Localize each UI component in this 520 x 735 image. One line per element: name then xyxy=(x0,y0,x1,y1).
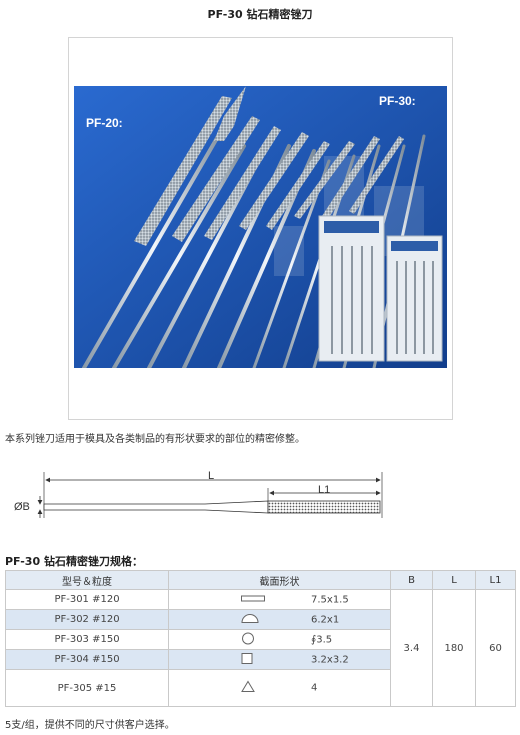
shape-cell: 6.2x1 xyxy=(168,609,391,630)
dimension-L-label: L xyxy=(208,470,215,482)
footer-note: 5支/组，提供不同的尺寸供客户选择。 xyxy=(5,720,175,731)
model-cell: PF-305 #15 xyxy=(5,669,169,707)
shape-cell: 3.2x3.2 xyxy=(168,649,391,670)
intro-text: 本系列锉刀适用于模具及各类制品的有形状要求的部位的精密修整。 xyxy=(5,434,305,445)
packaging-box-2 xyxy=(386,235,443,362)
size-value: 4 xyxy=(311,682,318,694)
model-cell: PF-301 #120 xyxy=(5,589,169,610)
square-icon xyxy=(241,652,253,667)
pf20-label: PF-20: xyxy=(86,116,123,130)
dimension-B-label: ØB xyxy=(14,501,30,513)
header-B: B xyxy=(390,570,433,590)
diamond-files-illustration xyxy=(74,86,447,368)
header-L: L xyxy=(432,570,476,590)
shared-L1-cell: 60 xyxy=(475,589,516,707)
header-model: 型号＆粒度 xyxy=(5,570,169,590)
size-value: 3.2x3.2 xyxy=(311,654,349,665)
model-cell: PF-302 #120 xyxy=(5,609,169,630)
shape-cell: 4 xyxy=(168,669,391,707)
table-row: PF-302 #120 6.2x1 xyxy=(5,609,516,630)
table-row: PF-301 #120 7.5x1.5 3.4 180 60 xyxy=(5,589,516,707)
file-outline-drawing xyxy=(37,472,383,518)
shared-B-cell: 3.4 xyxy=(390,589,433,707)
pf30-label: PF-30: xyxy=(379,94,416,108)
spec-table-header: 型号＆粒度 截面形状 B L L1 xyxy=(5,570,516,590)
round-icon xyxy=(241,631,255,648)
half-round-icon xyxy=(241,613,259,626)
triangle-icon xyxy=(241,680,255,696)
page-title: PF-30 钻石精密锉刀 xyxy=(207,8,313,21)
shape-cell: 7.5x1.5 xyxy=(168,589,391,610)
shape-cell: ∮3.5 xyxy=(168,629,391,650)
packaging-box-1 xyxy=(318,215,385,362)
table-row: PF-304 #150 3.2x3.2 xyxy=(5,649,516,670)
header-section-shape: 截面形状 xyxy=(168,570,391,590)
file-dimension-diagram: L L1 ØB xyxy=(10,466,410,536)
product-photo: PF-20: PF-30: xyxy=(74,86,447,368)
header-L1: L1 xyxy=(475,570,516,590)
spec-table-title: PF-30 钻石精密锉刀规格： xyxy=(5,555,143,568)
flat-rect-icon xyxy=(241,594,265,605)
table-row: PF-305 #15 4 xyxy=(5,669,516,707)
size-value: 6.2x1 xyxy=(311,614,340,625)
model-cell: PF-303 #150 xyxy=(5,629,169,650)
product-photo-frame: PF-20: PF-30: xyxy=(68,37,453,420)
size-value: 7.5x1.5 xyxy=(311,594,349,605)
model-cell: PF-304 #150 xyxy=(5,649,169,670)
dimension-L1-label: L1 xyxy=(318,484,331,496)
spec-table: 型号＆粒度 截面形状 B L L1 PF-301 #120 7.5x1.5 3.… xyxy=(5,570,516,707)
size-value: ∮3.5 xyxy=(311,634,333,645)
shared-L-cell: 180 xyxy=(432,589,476,707)
